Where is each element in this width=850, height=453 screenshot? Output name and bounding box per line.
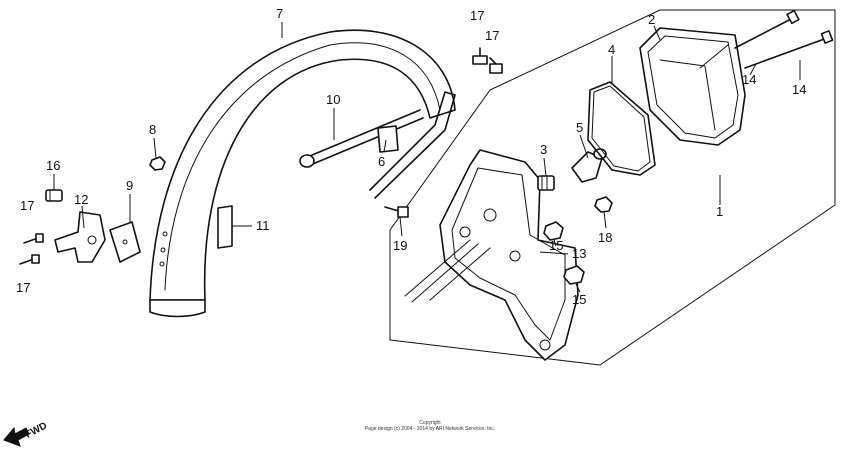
label-14-upper: 14 xyxy=(742,72,756,87)
fwd-label: FWD xyxy=(24,420,49,440)
fender-plate xyxy=(217,205,233,249)
copyright-line-2: Page design (c) 2004 - 2014 by ARI Netwo… xyxy=(364,426,496,432)
label-6: 6 xyxy=(378,154,385,169)
label-1: 1 xyxy=(716,204,723,219)
nut-8 xyxy=(149,156,166,171)
nut-15-upper xyxy=(543,221,564,241)
label-19: 19 xyxy=(393,238,407,253)
nut-15-lower xyxy=(563,265,585,285)
label-16: 16 xyxy=(46,158,60,173)
label-9: 9 xyxy=(126,178,133,193)
label-15-lower: 15 xyxy=(572,292,586,307)
label-8: 8 xyxy=(149,122,156,137)
reflector-bracket xyxy=(54,211,106,263)
side-bracket-plate xyxy=(377,125,399,153)
mount-plate-9 xyxy=(109,221,141,263)
label-12: 12 xyxy=(74,192,88,207)
bulb-socket xyxy=(537,175,555,191)
bulb xyxy=(571,148,607,183)
nut-18 xyxy=(594,196,613,213)
lens-gasket xyxy=(587,81,656,176)
assembly-boundary xyxy=(389,9,836,366)
label-13: 13 xyxy=(572,246,586,261)
label-18: 18 xyxy=(598,230,612,245)
label-2: 2 xyxy=(648,12,655,27)
copyright-notice: Copyright Page design (c) 2004 - 2014 by… xyxy=(330,420,530,432)
label-5: 5 xyxy=(576,120,583,135)
bolt-17-left-lower xyxy=(19,254,40,265)
label-14-lower: 14 xyxy=(792,82,806,97)
long-screw-14-lower xyxy=(744,30,834,69)
bolt-17-top-b xyxy=(489,57,503,74)
label-7: 7 xyxy=(276,6,283,21)
label-17-left-upper: 17 xyxy=(20,198,34,213)
side-bracket-arm xyxy=(369,91,456,199)
tail-lens xyxy=(639,27,746,146)
copyright-line-1: Copyright xyxy=(419,420,441,426)
long-screw-14-upper xyxy=(734,9,800,49)
fender-stay-rod xyxy=(299,109,424,168)
bolt-17-top-a xyxy=(472,47,488,65)
label-17-top-b: 17 xyxy=(485,28,499,43)
taillight-base xyxy=(439,149,579,361)
label-3: 3 xyxy=(540,142,547,157)
leader-lines xyxy=(53,22,801,293)
label-17-left-lower: 17 xyxy=(16,280,30,295)
label-10: 10 xyxy=(326,92,340,107)
rear-fender xyxy=(149,29,456,318)
fwd-arrow: FWD xyxy=(3,420,49,447)
label-11: 11 xyxy=(256,218,270,233)
screw-19 xyxy=(384,206,409,218)
bolt-17-left-upper xyxy=(23,233,44,244)
wires xyxy=(404,239,491,303)
label-4: 4 xyxy=(608,42,615,57)
label-17-top-a: 17 xyxy=(470,8,484,23)
label-15-upper: 15 xyxy=(549,238,563,253)
screw-16 xyxy=(45,189,63,202)
